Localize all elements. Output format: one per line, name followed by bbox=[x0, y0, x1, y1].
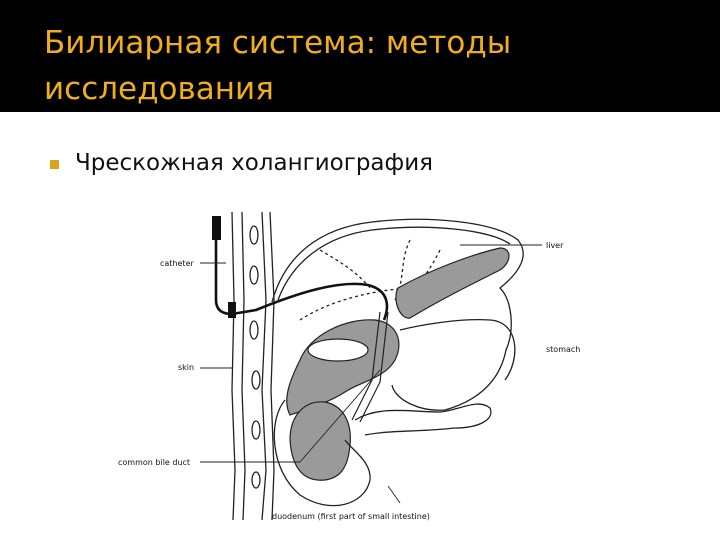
label-stomach: stomach bbox=[546, 345, 580, 354]
stomach-duodenum bbox=[273, 319, 516, 507]
bullet-text: Чрескожная холангиография bbox=[75, 150, 433, 176]
label-common-bile-duct: common bile duct bbox=[118, 458, 190, 467]
bullet-marker bbox=[50, 159, 59, 169]
abdominal-wall bbox=[231, 211, 275, 521]
label-skin: skin bbox=[178, 363, 194, 372]
gallbladder-lumen bbox=[307, 338, 369, 362]
catheter bbox=[212, 216, 389, 321]
pointer-lines bbox=[200, 244, 542, 504]
biliary-organs bbox=[286, 247, 510, 481]
skin-entry-clamp bbox=[228, 302, 236, 318]
common-bile-duct bbox=[351, 311, 389, 423]
slide-header: Билиарная система: методы исследования bbox=[0, 0, 720, 112]
bullet-item: Чрескожная холангиография bbox=[50, 150, 433, 176]
slide-title: Билиарная система: методы исследования bbox=[44, 25, 512, 107]
catheter-connector bbox=[212, 216, 221, 240]
label-catheter: catheter bbox=[160, 259, 194, 268]
label-liver: liver bbox=[546, 241, 564, 250]
label-duodenum: duodenum (first part of small intestine) bbox=[272, 512, 430, 521]
